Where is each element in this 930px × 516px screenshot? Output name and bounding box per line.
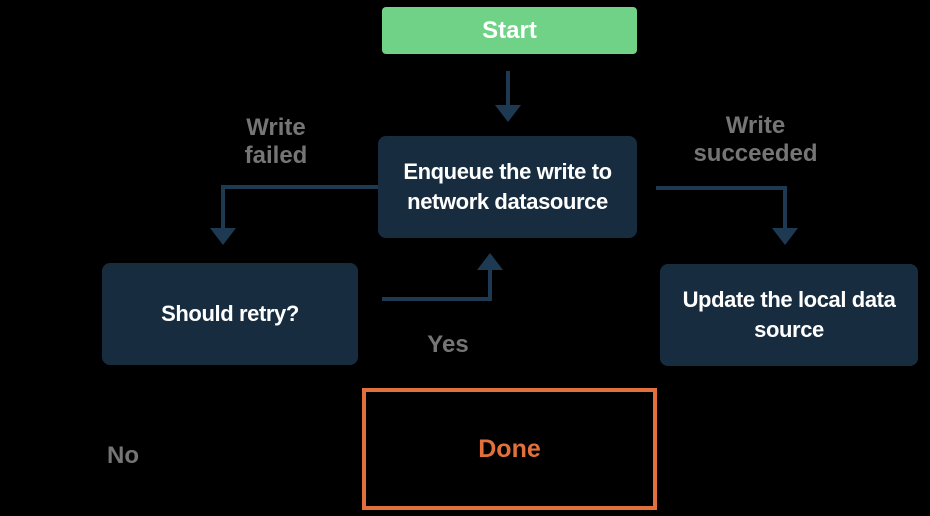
edge-enqueue-to-update-local-line-v bbox=[783, 186, 787, 229]
node-should-retry: Should retry? bbox=[102, 263, 358, 365]
arrowhead-down-icon bbox=[495, 105, 521, 122]
arrowhead-down-icon bbox=[772, 228, 798, 245]
edge-label-no: No bbox=[107, 442, 139, 469]
arrowhead-up-icon bbox=[477, 253, 503, 270]
node-done: Done bbox=[362, 388, 657, 510]
edge-enqueue-to-should-retry-line-h bbox=[221, 185, 378, 189]
node-enqueue-write: Enqueue the write to network datasource bbox=[378, 136, 637, 238]
edge-label-write-failed: Write failed bbox=[244, 114, 308, 169]
edge-enqueue-to-update-local-line-h bbox=[656, 186, 787, 190]
edge-start-to-enqueue-line bbox=[506, 71, 510, 107]
edge-should-retry-to-enqueue-line-v bbox=[488, 268, 492, 301]
edge-label-write-succeeded: Write succeeded bbox=[693, 112, 818, 167]
arrowhead-down-icon bbox=[210, 228, 236, 245]
edge-enqueue-to-should-retry-line-v bbox=[221, 185, 225, 230]
node-update-local-source: Update the local data source bbox=[660, 264, 918, 366]
node-start: Start bbox=[382, 7, 637, 54]
edge-label-yes: Yes bbox=[427, 331, 469, 358]
edge-should-retry-to-enqueue-line-h bbox=[382, 297, 492, 301]
